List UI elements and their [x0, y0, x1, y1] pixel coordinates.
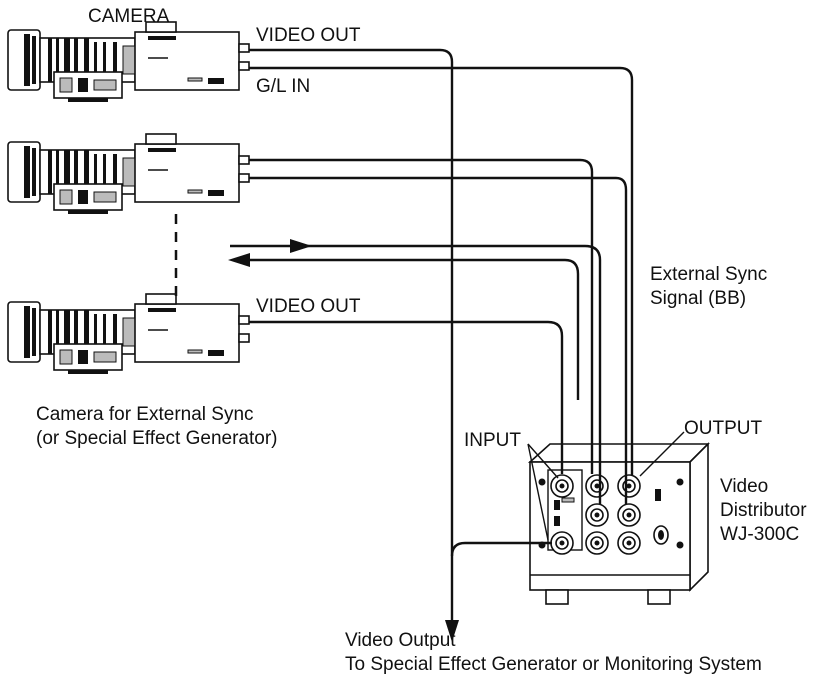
power-switch-icon: [653, 489, 669, 545]
camera-label: CAMERA: [88, 6, 170, 27]
external-sync-label-1: External Sync: [650, 264, 767, 285]
video-out-top-label: VIDEO OUT: [256, 25, 361, 46]
output-connector-2: [585, 503, 609, 527]
distributor-label-3: WJ-300C: [720, 524, 799, 545]
camera-sync-icon: [7, 293, 250, 375]
camera-2-icon: [7, 133, 250, 215]
distributor-label-1: Video: [720, 476, 768, 497]
distributor-label-2: Distributor: [720, 500, 807, 521]
ext-sync-camera-label-1: Camera for External Sync: [36, 404, 254, 425]
output-label: OUTPUT: [684, 418, 763, 439]
output-connector-5: [617, 503, 641, 527]
wire-other-cam-in: [250, 258, 580, 400]
wire-sync-camera-video: [249, 320, 564, 474]
wire-cam1-sync: [249, 66, 634, 475]
right-arrow-icon: [290, 239, 312, 253]
video-output-label-2: To Special Effect Generator or Monitorin…: [345, 654, 762, 675]
output-connector-4: [617, 474, 641, 498]
input-label: INPUT: [464, 430, 521, 451]
input-pointer-1: [527, 443, 559, 479]
external-sync-label-2: Signal (BB): [650, 288, 746, 309]
wire-cam2-video: [249, 158, 594, 474]
gl-in-label: G/L IN: [256, 76, 310, 97]
video-distributor-box: [527, 442, 710, 605]
output-pointer: [639, 431, 685, 477]
output-connector-1: [585, 474, 609, 498]
left-arrow-icon: [228, 253, 250, 267]
video-output-label-1: Video Output: [345, 630, 456, 651]
output-connector-6: [617, 531, 641, 555]
wire-cam2-sync: [249, 176, 628, 504]
input-pointer-2: [527, 443, 549, 541]
wire-other-cam-out: [230, 244, 602, 504]
output-connector-3: [585, 531, 609, 555]
wire-input2-loop: [450, 541, 552, 557]
ext-sync-camera-label-2: (or Special Effect Generator): [36, 428, 277, 449]
input-connector-2: [550, 531, 574, 555]
video-output-arrow-icon: [445, 620, 459, 642]
wire-video-out-main: [249, 48, 454, 620]
video-out-bottom-label: VIDEO OUT: [256, 296, 361, 317]
camera-1-icon: [7, 21, 250, 103]
input-connector-1: [550, 474, 574, 498]
